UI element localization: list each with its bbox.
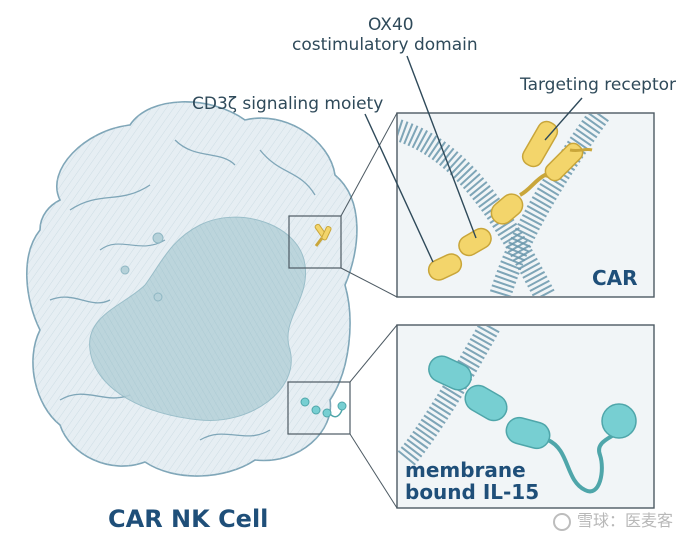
snowball-icon [552,512,571,531]
cell-title: CAR NK Cell [108,505,269,533]
il15-molecule [428,355,637,494]
label-ox40: OX40 [368,15,414,35]
il15-zoom-source [287,381,351,435]
label-costimulatory-domain: costimulatory domain [292,35,478,55]
watermark-text: 雪球：医麦客 [576,511,673,530]
label-cd3-signaling: CD3ζ signaling moiety [192,94,384,114]
label-targeting-receptor: Targeting receptor [520,75,677,95]
il15-mini-icon [300,397,347,418]
il15-membrane-spring [398,326,500,468]
label-bound-il15: bound IL-15 [405,480,540,504]
car-mini-icon [314,223,332,247]
label-membrane: membrane [405,458,526,482]
car-molecule [427,120,593,281]
watermark: 雪球：医麦客 [552,507,673,531]
car-zoom-source [288,215,342,269]
label-car: CAR [592,266,638,290]
car-membrane-spring [398,114,609,296]
